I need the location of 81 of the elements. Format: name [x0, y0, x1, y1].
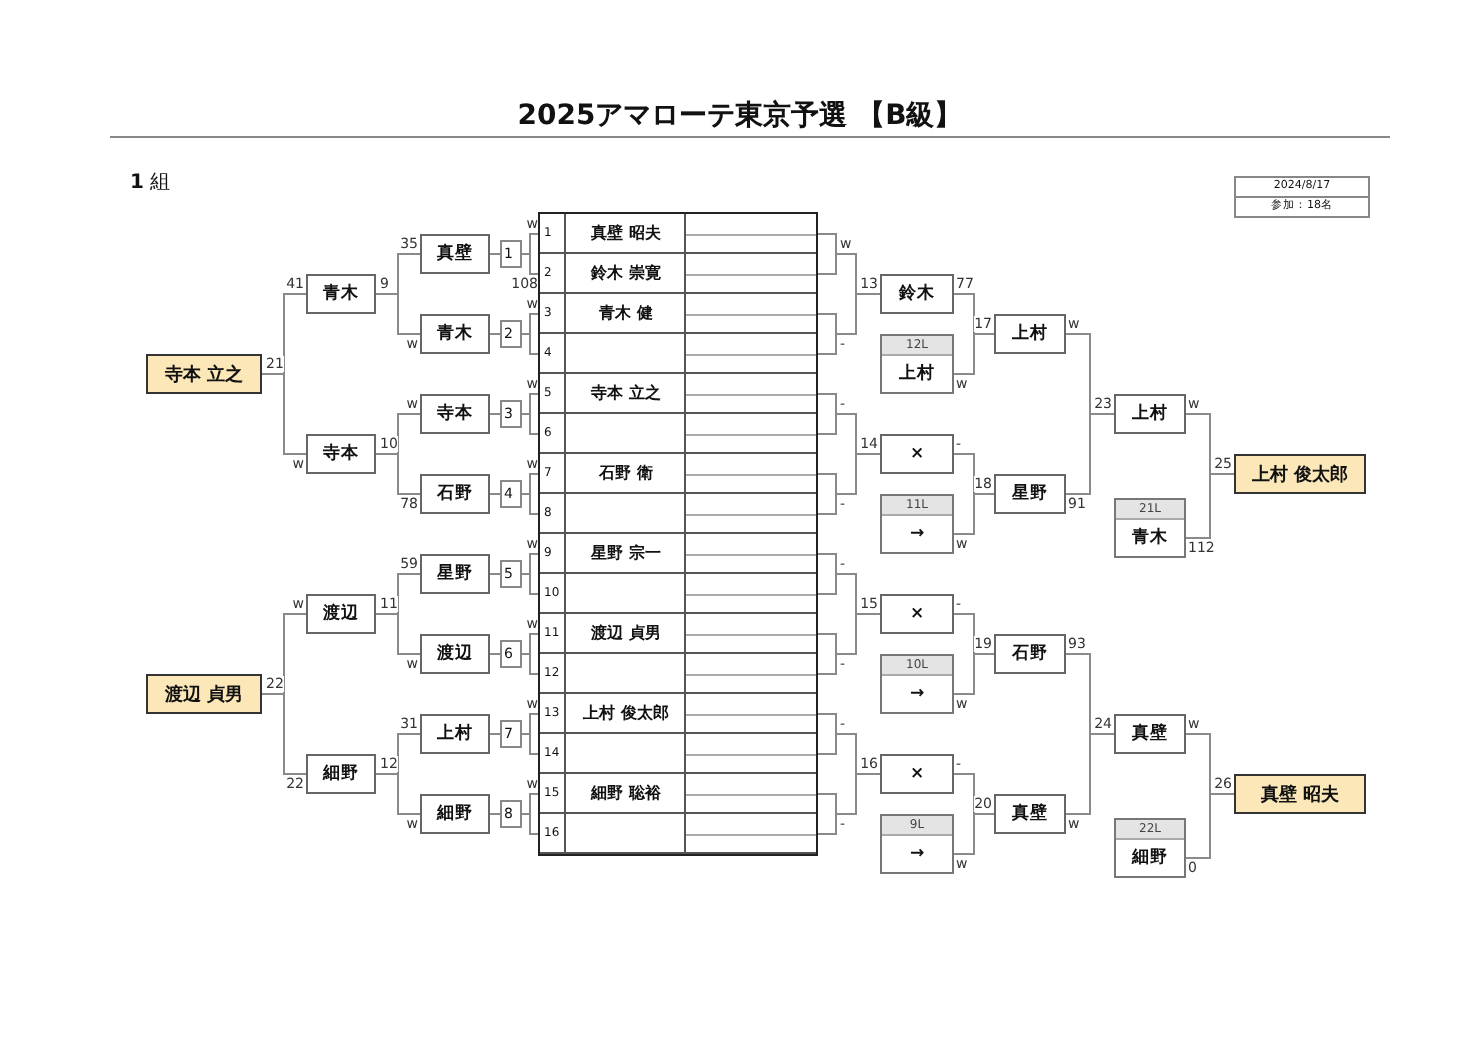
player-name: 細野	[1129, 846, 1170, 872]
player-name: 鈴木 崇寛	[588, 262, 663, 286]
bracket-line	[521, 653, 541, 675]
bracket-line	[521, 493, 541, 515]
winner-box: 渡辺 貞男	[146, 674, 262, 714]
player-name: 渡辺 貞男	[589, 622, 663, 646]
player-name: 上村 俊太郎	[581, 702, 671, 726]
player-box	[880, 654, 954, 714]
player-name: →	[907, 842, 927, 868]
player-box: 星野	[994, 474, 1066, 514]
bracket-line	[489, 253, 501, 255]
player-box: 石野	[994, 634, 1066, 674]
player-name: 細野 聡裕	[588, 782, 663, 806]
entry-row	[540, 294, 816, 334]
entry-row	[540, 574, 816, 614]
player-box: 真壁	[420, 234, 490, 274]
entry-row	[540, 214, 816, 254]
bracket-line	[489, 413, 501, 415]
player-box: 上村	[1114, 394, 1186, 434]
player-box: ×	[880, 594, 954, 634]
player-box: 上村	[420, 714, 490, 754]
entry-row	[540, 774, 816, 814]
entry-row	[540, 454, 816, 494]
player-name: 寺本 立之	[589, 382, 663, 406]
player-name: 星野 宗一	[589, 542, 663, 566]
player-box: 細野	[306, 754, 376, 794]
bracket-line	[521, 733, 541, 755]
player-box: 青木	[420, 314, 490, 354]
player-name: 真壁 昭夫	[589, 222, 663, 246]
player-box: 寺本	[420, 394, 490, 434]
player-box: 星野	[420, 554, 490, 594]
player-box: ×	[880, 434, 954, 474]
player-box: 細野	[420, 794, 490, 834]
player-box	[880, 494, 954, 554]
bracket-line	[489, 573, 501, 575]
player-box: 寺本	[306, 434, 376, 474]
player-box: 真壁	[994, 794, 1066, 834]
bracket-line	[521, 813, 541, 835]
bracket-line	[489, 813, 501, 815]
bracket-line	[521, 413, 541, 435]
bracket-line	[489, 493, 501, 495]
winner-box: 寺本 立之	[146, 354, 262, 394]
entry-row	[540, 374, 816, 414]
entry-row	[540, 494, 816, 534]
bracket-line	[489, 733, 501, 735]
player-name: 青木 健	[597, 302, 655, 326]
player-box: 渡辺	[306, 594, 376, 634]
entry-row	[540, 254, 816, 294]
title: 2025アマローテ東京予選 【B級】	[515, 98, 965, 134]
player-box: 真壁	[1114, 714, 1186, 754]
player-name: →	[907, 522, 927, 548]
player-box: 鈴木	[880, 274, 954, 314]
player-box: ×	[880, 754, 954, 794]
player-box	[880, 334, 954, 394]
player-name: →	[907, 682, 927, 708]
player-box: 青木	[306, 274, 376, 314]
player-box	[880, 814, 954, 874]
entry-row	[540, 734, 816, 774]
player-box	[1114, 498, 1186, 558]
bracket-line	[489, 333, 501, 335]
player-name: 上村	[897, 361, 937, 388]
entry-row	[540, 534, 816, 574]
player-box: 石野	[420, 474, 490, 514]
winner-box: 真壁 昭夫	[1234, 774, 1366, 814]
entry-row	[540, 814, 816, 854]
bracket-line	[521, 573, 541, 595]
entry-row	[540, 654, 816, 694]
bracket-line	[489, 653, 501, 655]
player-name: 石野 衛	[597, 462, 655, 486]
bracket-line	[521, 333, 541, 355]
entry-row	[540, 694, 816, 734]
player-box: 上村	[994, 314, 1066, 354]
bracket-line	[521, 253, 541, 275]
winner-box: 上村 俊太郎	[1234, 454, 1366, 494]
group-label: 1 組	[130, 170, 171, 196]
entry-row	[540, 414, 816, 454]
player-box	[1114, 818, 1186, 878]
entry-row	[540, 614, 816, 654]
entry-row	[540, 334, 816, 374]
player-name: 青木	[1130, 525, 1170, 552]
player-box: 渡辺	[420, 634, 490, 674]
